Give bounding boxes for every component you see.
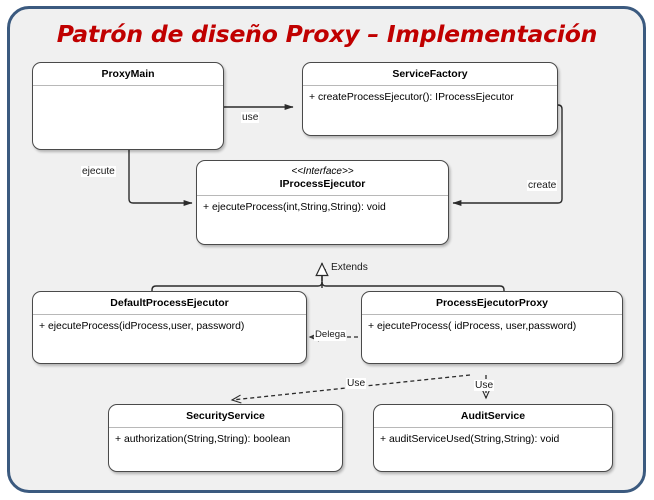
- class-box-service-factory[interactable]: ServiceFactory + createProcessEjecutor()…: [302, 62, 558, 136]
- class-separator: [303, 84, 557, 86]
- class-members-proxy-main: [33, 86, 223, 149]
- edge-label-ejecute: ejecute: [81, 166, 116, 178]
- edge-label-extends: Extends: [331, 262, 368, 273]
- edge-label-use: use: [241, 112, 260, 124]
- class-separator: [109, 426, 342, 428]
- class-box-audit-service[interactable]: AuditService + auditServiceUsed(String,S…: [373, 404, 613, 472]
- class-box-iprocess-ejecutor[interactable]: <<Interface>> IProcessEjecutor + ejecute…: [196, 160, 449, 245]
- class-member-default-ejecute-process: + ejecuteProcess(idProcess,user, passwor…: [39, 320, 245, 332]
- class-name-text: IProcessEjecutor: [279, 178, 366, 190]
- class-name-default-process-ejecutor: DefaultProcessEjecutor: [110, 297, 229, 309]
- class-member-audit-service-used: + auditServiceUsed(String,String): void: [380, 433, 560, 445]
- class-name-security-service: SecurityService: [186, 410, 265, 422]
- edge-label-delega: Delega: [314, 329, 347, 341]
- class-member-proxy-ejecute-process: + ejecuteProcess( idProcess, user,passwo…: [368, 320, 577, 332]
- class-separator: [374, 426, 612, 428]
- class-member-create-process-ejecutor: + createProcessEjecutor(): IProcessEjecu…: [309, 91, 514, 103]
- class-name-process-ejecutor-proxy: ProcessEjecutorProxy: [435, 297, 549, 309]
- class-member-authorization: + authorization(String,String): boolean: [115, 433, 291, 445]
- class-name-iprocess-ejecutor: <<Interface>> IProcessEjecutor: [197, 161, 448, 195]
- class-name-service-factory: ServiceFactory: [392, 68, 468, 80]
- class-box-security-service[interactable]: SecurityService + authorization(String,S…: [108, 404, 343, 472]
- class-name-proxy-main: ProxyMain: [101, 68, 155, 80]
- page-title: Patrón de diseño Proxy – Implementación: [56, 20, 598, 48]
- class-box-proxy-main[interactable]: ProxyMain: [32, 62, 224, 150]
- class-member-ejecute-process: + ejecuteProcess(int,String,String): voi…: [203, 201, 386, 213]
- class-box-default-process-ejecutor[interactable]: DefaultProcessEjecutor + ejecuteProcess(…: [32, 291, 307, 364]
- class-box-process-ejecutor-proxy[interactable]: ProcessEjecutorProxy + ejecuteProcess( i…: [361, 291, 623, 364]
- class-stereotype-interface: <<Interface>>: [291, 166, 354, 177]
- class-name-audit-service: AuditService: [460, 410, 526, 422]
- class-separator: [362, 313, 622, 315]
- edge-label-use-audit: Use: [474, 380, 495, 392]
- class-separator: [33, 84, 223, 86]
- class-separator: [197, 194, 448, 196]
- edge-label-create: create: [527, 180, 558, 192]
- edge-label-use-security: Use: [346, 378, 367, 390]
- class-separator: [33, 313, 306, 315]
